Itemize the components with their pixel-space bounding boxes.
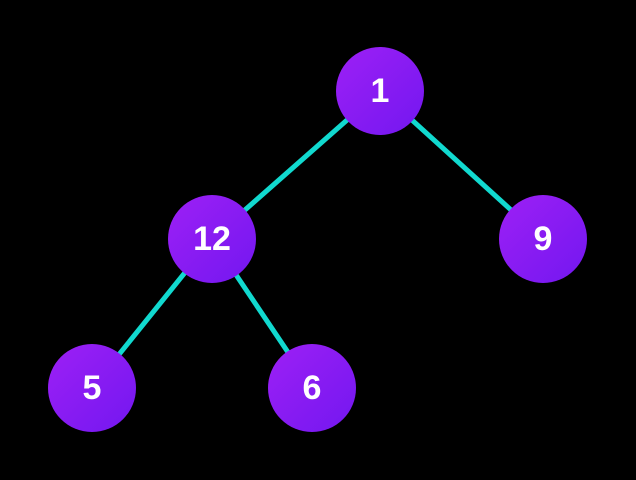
tree-node-12[interactable]: 12 xyxy=(168,195,256,283)
tree-node-1[interactable]: 1 xyxy=(336,47,424,135)
tree-node-label: 12 xyxy=(193,220,231,258)
tree-node-label: 9 xyxy=(533,220,553,258)
tree-node-label: 1 xyxy=(370,72,390,110)
tree-node-5[interactable]: 5 xyxy=(48,344,136,432)
tree-node-9[interactable]: 9 xyxy=(499,195,587,283)
tree-node-label: 6 xyxy=(302,369,322,407)
tree-node-6[interactable]: 6 xyxy=(268,344,356,432)
tree-node-label: 5 xyxy=(82,369,102,407)
